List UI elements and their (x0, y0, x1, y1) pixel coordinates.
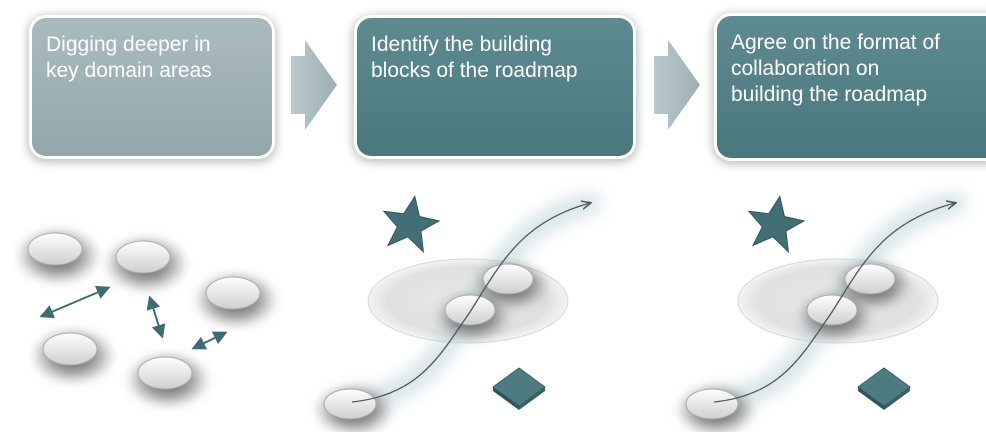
disc-icon (312, 382, 396, 432)
step-text: Digging deeper in key domain areas (46, 33, 212, 82)
path-arrow-icon (713, 203, 955, 403)
disc-icon (192, 270, 280, 330)
step-box-agree-format: Agree on the format of collaboration on … (717, 16, 986, 158)
double-arrow-icon (146, 295, 166, 339)
disc-icon (674, 382, 758, 432)
disc-icon (14, 226, 102, 286)
step-text: Identify the building blocks of the road… (371, 33, 578, 82)
square-chip-icon (857, 367, 911, 410)
disc-icon (102, 234, 190, 294)
double-arrow-icon (39, 285, 111, 319)
step-text: Agree on the format of collaboration on … (731, 31, 940, 106)
star-icon (747, 195, 806, 254)
chevron-arrow-icon (291, 40, 337, 130)
disc-icon (795, 289, 875, 343)
disc-icon (29, 326, 117, 386)
double-arrow-icon (191, 331, 228, 350)
step-box-identify-blocks: Identify the building blocks of the road… (357, 18, 633, 156)
star-icon (382, 195, 441, 254)
step-box-digging-deeper: Digging deeper in key domain areas (32, 18, 272, 156)
disc-icon (124, 350, 212, 410)
path-arrow-icon (351, 203, 590, 403)
chevron-arrow-icon (654, 40, 700, 130)
square-chip-icon (492, 367, 546, 410)
disc-icon (433, 289, 513, 343)
